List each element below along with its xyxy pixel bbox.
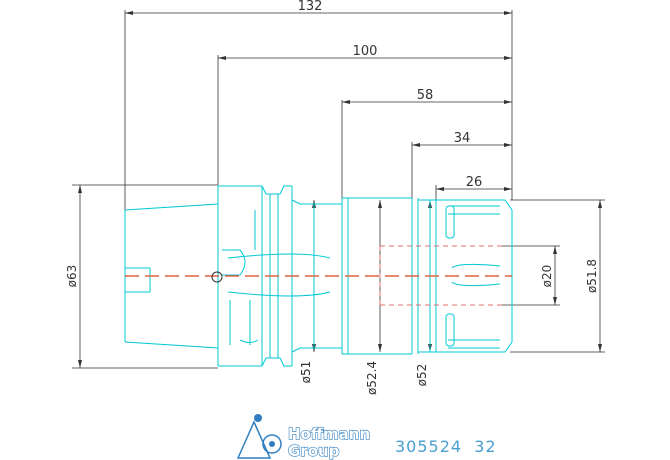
dimension-lines <box>72 10 605 369</box>
brand-name-line1: Hoffmann <box>288 425 370 443</box>
dimension-arrows <box>78 11 602 368</box>
dimension-58: 58 <box>417 88 434 103</box>
dimension-dia-51-8: ø51.8 <box>585 259 599 293</box>
part-number: 305524 32 <box>395 437 497 456</box>
reference-point <box>211 271 223 283</box>
brand-name-line2: Group <box>288 442 340 460</box>
dimension-dia-52: ø52 <box>415 364 429 387</box>
dimension-dia-20: ø20 <box>540 265 554 288</box>
dimension-dia-51: ø51 <box>299 361 313 384</box>
dimension-100: 100 <box>353 44 378 59</box>
dimension-dia-52-4: ø52.4 <box>365 361 379 395</box>
hoffmann-logo-icon <box>236 414 282 459</box>
dimension-132: 132 <box>298 0 323 14</box>
hidden-bore <box>379 245 505 306</box>
dimension-dia-63: ø63 <box>65 265 79 288</box>
dimension-34: 34 <box>454 131 471 146</box>
dimension-26: 26 <box>466 175 483 190</box>
